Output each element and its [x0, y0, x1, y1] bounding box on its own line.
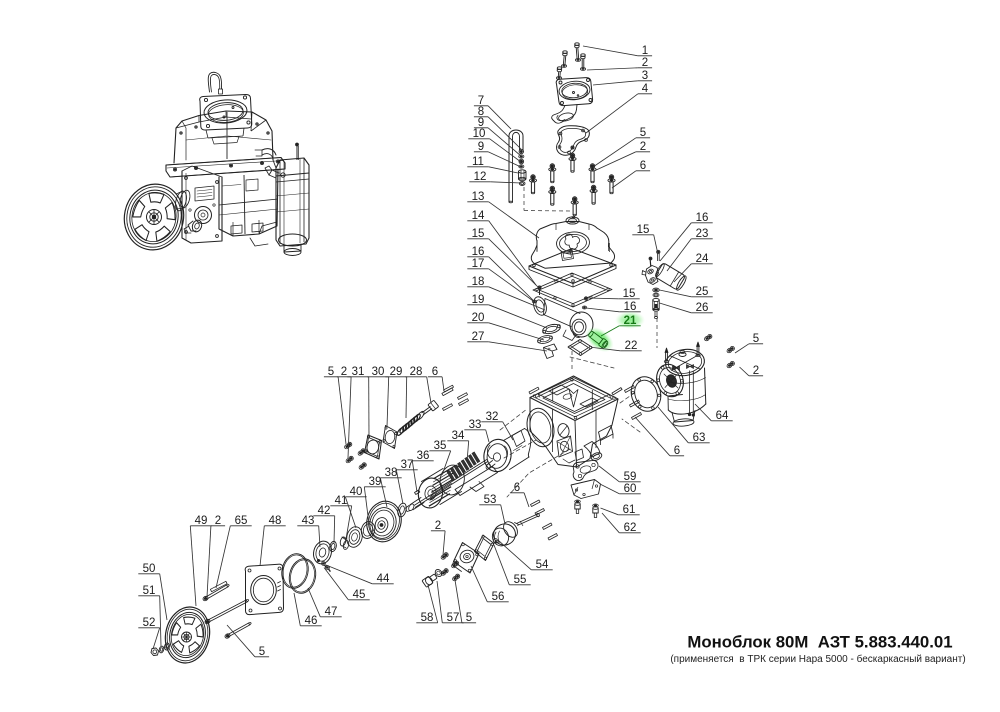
- svg-text:10: 10: [473, 128, 486, 140]
- svg-text:2: 2: [435, 520, 441, 532]
- svg-text:29: 29: [390, 366, 403, 378]
- svg-text:47: 47: [325, 606, 338, 618]
- svg-text:52: 52: [143, 617, 156, 629]
- svg-text:65: 65: [235, 515, 248, 527]
- svg-text:(применяется в ТРК серии Нара: (применяется в ТРК серии Нара 5000 - бес…: [670, 653, 965, 665]
- svg-text:31: 31: [352, 366, 365, 378]
- svg-text:2: 2: [642, 57, 648, 69]
- svg-text:55: 55: [514, 574, 527, 586]
- svg-text:36: 36: [417, 450, 430, 462]
- svg-text:Моноблок 80М АЗТ 5.883.440.01: Моноблок 80М АЗТ 5.883.440.01: [687, 633, 952, 652]
- svg-text:2: 2: [341, 366, 347, 378]
- svg-text:18: 18: [472, 276, 485, 288]
- svg-text:9: 9: [478, 141, 484, 153]
- svg-text:2: 2: [753, 365, 759, 377]
- svg-text:39: 39: [369, 476, 382, 488]
- svg-text:43: 43: [302, 515, 315, 527]
- svg-text:6: 6: [432, 366, 438, 378]
- svg-text:14: 14: [472, 210, 485, 222]
- svg-text:28: 28: [410, 366, 423, 378]
- svg-text:26: 26: [696, 302, 709, 314]
- svg-text:57: 57: [447, 612, 460, 624]
- svg-text:51: 51: [143, 585, 156, 597]
- svg-text:6: 6: [674, 445, 680, 457]
- svg-text:20: 20: [472, 312, 485, 324]
- svg-text:35: 35: [434, 440, 447, 452]
- svg-text:12: 12: [474, 171, 487, 183]
- svg-text:15: 15: [472, 228, 485, 240]
- svg-text:34: 34: [452, 430, 465, 442]
- svg-text:15: 15: [637, 224, 650, 236]
- svg-text:50: 50: [143, 563, 156, 575]
- svg-text:16: 16: [472, 246, 485, 258]
- svg-text:5: 5: [466, 612, 472, 624]
- svg-text:40: 40: [350, 486, 363, 498]
- svg-text:33: 33: [469, 419, 482, 431]
- svg-text:30: 30: [372, 366, 385, 378]
- svg-text:19: 19: [472, 294, 485, 306]
- svg-text:32: 32: [486, 411, 499, 423]
- svg-text:6: 6: [514, 482, 520, 494]
- svg-text:15: 15: [623, 288, 636, 300]
- svg-text:49: 49: [195, 515, 208, 527]
- svg-text:21: 21: [624, 315, 637, 327]
- svg-text:17: 17: [472, 258, 485, 270]
- svg-text:5: 5: [640, 127, 646, 139]
- svg-text:59: 59: [624, 471, 637, 483]
- svg-text:2: 2: [215, 515, 221, 527]
- svg-text:1: 1: [642, 45, 648, 57]
- svg-text:60: 60: [624, 483, 637, 495]
- svg-text:5: 5: [259, 646, 265, 658]
- svg-text:61: 61: [623, 504, 636, 516]
- svg-text:13: 13: [472, 191, 485, 203]
- svg-text:22: 22: [625, 340, 638, 352]
- svg-text:11: 11: [472, 156, 484, 168]
- svg-text:38: 38: [385, 467, 398, 479]
- svg-text:5: 5: [753, 333, 759, 345]
- svg-text:23: 23: [696, 228, 709, 240]
- svg-text:53: 53: [484, 494, 497, 506]
- svg-text:16: 16: [696, 212, 709, 224]
- svg-text:48: 48: [269, 515, 282, 527]
- svg-text:56: 56: [492, 591, 505, 603]
- svg-text:42: 42: [318, 505, 331, 517]
- svg-text:45: 45: [353, 589, 366, 601]
- svg-text:2: 2: [640, 141, 646, 153]
- svg-text:37: 37: [401, 459, 414, 471]
- svg-text:44: 44: [377, 573, 390, 585]
- svg-text:46: 46: [305, 615, 318, 627]
- svg-text:64: 64: [716, 410, 729, 422]
- svg-text:54: 54: [536, 559, 549, 571]
- svg-text:25: 25: [696, 286, 709, 298]
- svg-text:27: 27: [472, 331, 485, 343]
- svg-text:4: 4: [642, 83, 649, 95]
- svg-text:5: 5: [328, 366, 334, 378]
- svg-text:24: 24: [696, 253, 709, 265]
- svg-text:6: 6: [640, 160, 646, 172]
- svg-text:62: 62: [624, 522, 637, 534]
- svg-text:58: 58: [421, 612, 434, 624]
- svg-text:63: 63: [693, 432, 706, 444]
- svg-text:41: 41: [335, 495, 348, 507]
- svg-text:3: 3: [642, 70, 648, 82]
